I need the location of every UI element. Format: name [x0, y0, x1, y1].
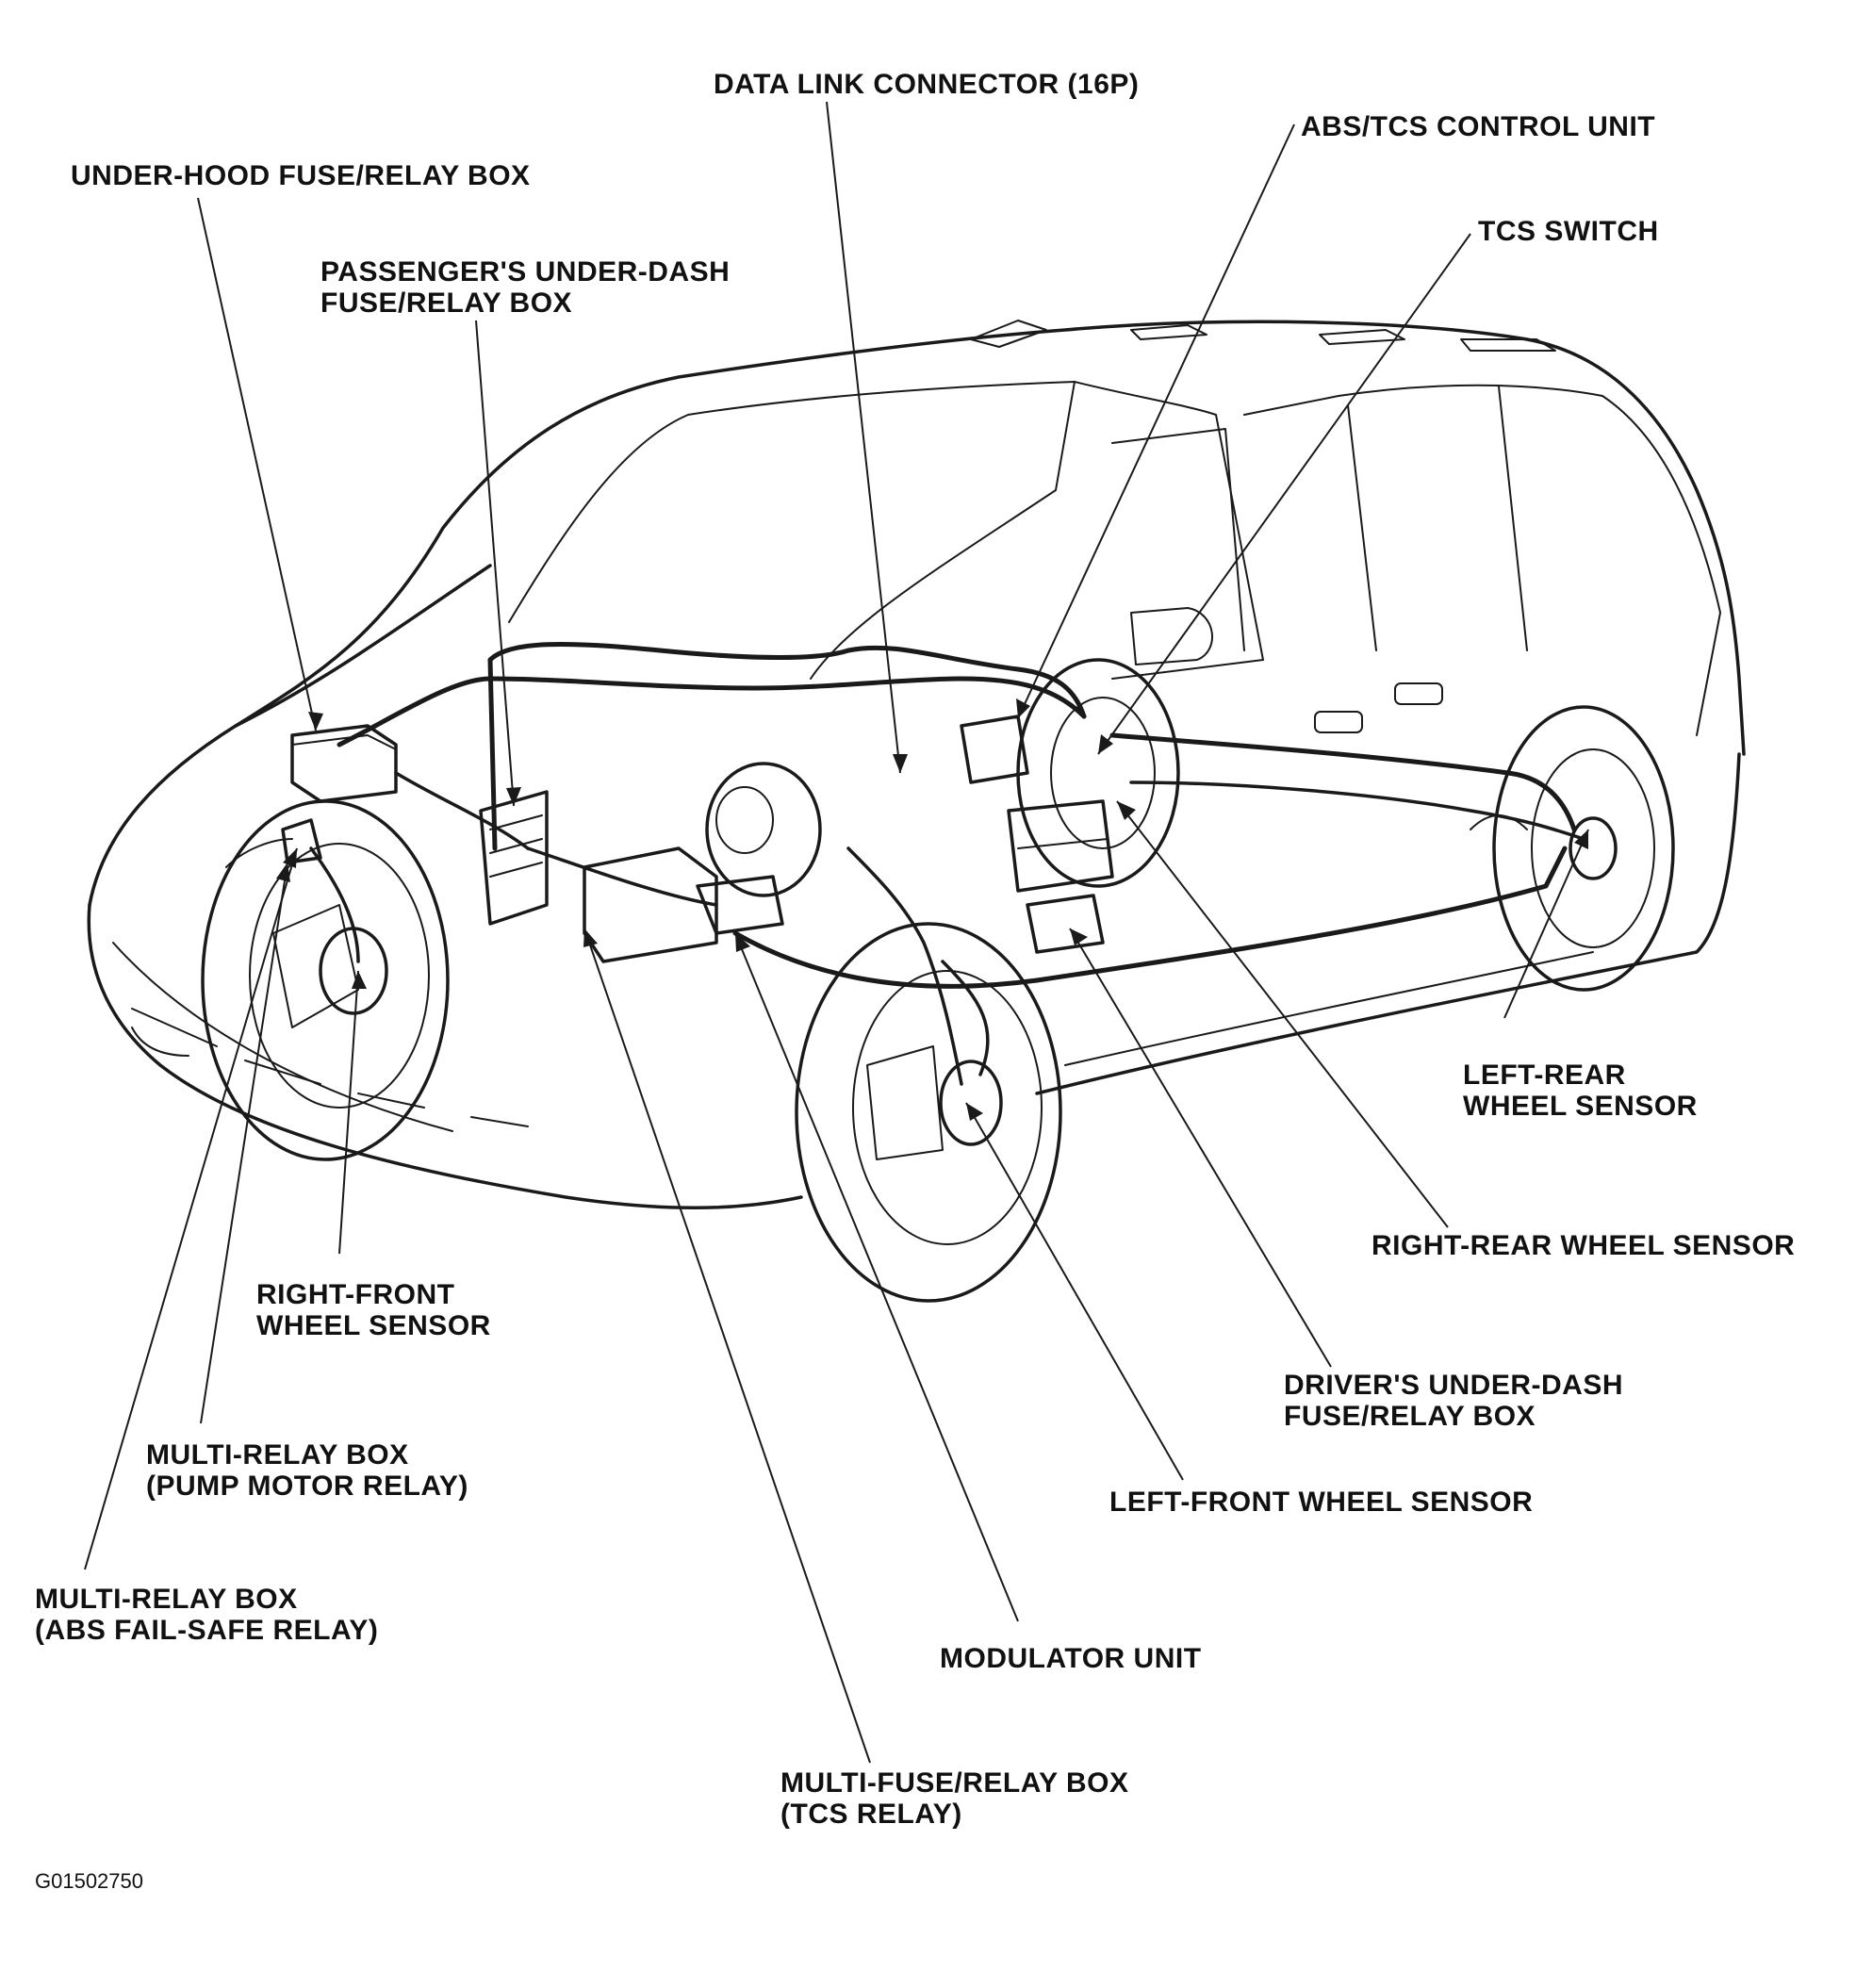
leader-lines: [84, 101, 1589, 1764]
label-multi-relay-pump-motor: MULTI-RELAY BOX (PUMP MOTOR RELAY): [146, 1439, 468, 1502]
label-line: FUSE/RELAY BOX: [1284, 1401, 1536, 1432]
label-line: (TCS RELAY): [780, 1799, 962, 1830]
label-line: (ABS FAIL-SAFE RELAY): [35, 1615, 379, 1646]
label-drivers-under-dash-box: DRIVER'S UNDER-DASH FUSE/RELAY BOX: [1284, 1370, 1623, 1432]
leader-under-hood-fuse-box: [197, 197, 317, 731]
label-line: LEFT-REAR: [1463, 1060, 1626, 1091]
label-under-hood-fuse-relay-box: UNDER-HOOD FUSE/RELAY BOX: [71, 160, 531, 191]
leader-data-link-connector: [826, 101, 901, 774]
label-line: PASSENGER'S UNDER-DASH: [320, 256, 731, 288]
label-abs-tcs-control-unit: ABS/TCS CONTROL UNIT: [1301, 111, 1655, 142]
label-modulator-unit: MODULATOR UNIT: [940, 1643, 1202, 1674]
label-line: FUSE/RELAY BOX: [320, 288, 573, 319]
leader-tcs-switch: [1097, 233, 1471, 755]
leader-left-front-wheel-sensor: [965, 1102, 1184, 1481]
leader-multi-relay-abs-failsafe: [84, 847, 298, 1570]
leader-multi-relay-pump-motor: [200, 862, 288, 1424]
label-line: RIGHT-REAR WHEEL SENSOR: [1371, 1230, 1796, 1261]
label-line: WHEEL SENSOR: [256, 1310, 491, 1341]
leader-abs-tcs-control-unit: [1017, 123, 1295, 719]
leader-right-rear-wheel-sensor: [1116, 800, 1449, 1228]
right-front-wheel: [201, 799, 450, 1161]
label-line: RIGHT-FRONT: [256, 1279, 455, 1310]
label-line: UNDER-HOOD FUSE/RELAY BOX: [71, 160, 531, 191]
label-multi-relay-abs-failsafe: MULTI-RELAY BOX (ABS FAIL-SAFE RELAY): [35, 1584, 378, 1646]
label-line: MODULATOR UNIT: [940, 1643, 1202, 1674]
label-line: WHEEL SENSOR: [1463, 1091, 1698, 1122]
label-line: DRIVER'S UNDER-DASH: [1284, 1370, 1623, 1401]
left-front-wheel: [795, 922, 1062, 1303]
label-line: (PUMP MOTOR RELAY): [146, 1470, 468, 1502]
label-right-front-wheel-sensor: RIGHT-FRONT WHEEL SENSOR: [256, 1279, 491, 1341]
label-line: MULTI-RELAY BOX: [146, 1439, 409, 1470]
label-left-rear-wheel-sensor: LEFT-REAR WHEEL SENSOR: [1463, 1060, 1698, 1122]
engine-bay-components: [281, 715, 1114, 963]
leader-arrowheads: [276, 698, 1588, 1121]
label-line: ABS/TCS CONTROL UNIT: [1301, 111, 1656, 142]
leader-multi-fuse-relay-box: [583, 928, 871, 1764]
right-rear-wheel: [1016, 658, 1180, 888]
leader-passengers-under-dash-box: [475, 320, 515, 807]
label-line: TCS SWITCH: [1478, 216, 1659, 247]
leader-drivers-under-dash-box: [1069, 928, 1332, 1368]
label-tcs-switch: TCS SWITCH: [1478, 216, 1659, 247]
label-right-rear-wheel-sensor: RIGHT-REAR WHEEL SENSOR: [1371, 1230, 1795, 1261]
label-line: MULTI-RELAY BOX: [35, 1584, 298, 1615]
figure-code: G01502750: [35, 1869, 143, 1893]
left-rear-wheel: [1492, 705, 1675, 992]
van-body: [87, 320, 1746, 1209]
label-data-link-connector: DATA LINK CONNECTOR (16P): [714, 69, 1139, 100]
label-left-front-wheel-sensor: LEFT-FRONT WHEEL SENSOR: [1109, 1487, 1533, 1518]
wiring-harness: [225, 641, 1585, 1086]
label-line: DATA LINK CONNECTOR (16P): [714, 69, 1140, 100]
label-line: MULTI-FUSE/RELAY BOX: [780, 1767, 1129, 1799]
label-line: LEFT-FRONT WHEEL SENSOR: [1109, 1487, 1534, 1518]
leader-left-rear-wheel-sensor: [1503, 829, 1589, 1019]
label-multi-fuse-relay-tcs-relay: MULTI-FUSE/RELAY BOX (TCS RELAY): [780, 1767, 1128, 1830]
leader-modulator-unit: [734, 932, 1019, 1622]
leader-right-front-wheel-sensor: [338, 970, 359, 1255]
label-passengers-under-dash-box: PASSENGER'S UNDER-DASH FUSE/RELAY BOX: [320, 256, 730, 319]
